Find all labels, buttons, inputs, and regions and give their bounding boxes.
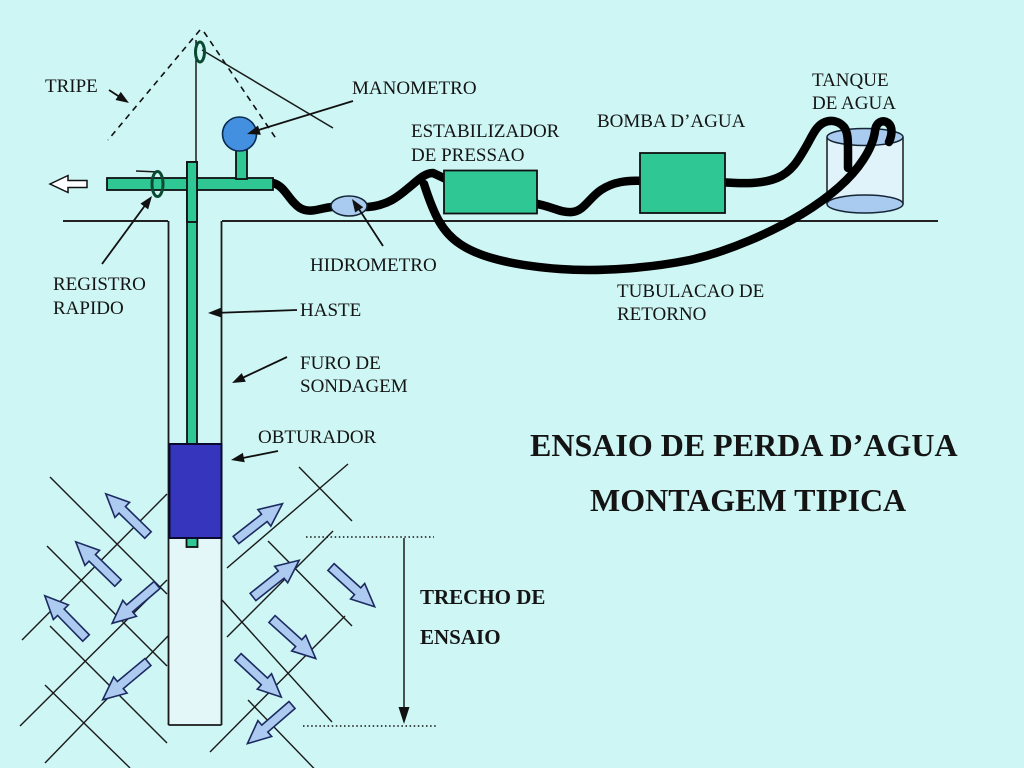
tripod: [107, 29, 334, 163]
test-section-cavity: [170, 538, 221, 725]
title-line2: MONTAGEM TIPICA: [590, 482, 906, 518]
diagram-title: ENSAIO DE PERDA D’AGUA MONTAGEM TIPICA: [530, 427, 958, 518]
tripod-left-leg: [107, 29, 201, 141]
hoses: [268, 116, 896, 275]
label-tanque-line2: DE AGUA: [812, 93, 896, 114]
label-hidrometro: HIDROMETRO: [310, 255, 437, 276]
test-section-dimension: [303, 536, 436, 727]
seepage-arrows: [43, 492, 377, 745]
quick-release-valve: [150, 170, 165, 198]
pressure-stabilizer-box: [443, 169, 538, 215]
tripod-back-leg: [201, 49, 334, 129]
label-trecho-line1: TRECHO DE: [420, 585, 545, 609]
label-registro-line1: REGISTRO: [53, 274, 146, 295]
label-estabilizador-line1: ESTABILIZADOR: [411, 121, 560, 142]
label-haste: HASTE: [300, 300, 361, 321]
label-trecho-line2: ENSAIO: [420, 625, 501, 649]
outflow-arrow-icon: [48, 174, 88, 194]
label-furo-line1: FURO DE: [300, 353, 381, 374]
label-tubulacao-line1: TUBULACAO DE: [617, 281, 764, 302]
label-tubulacao-line2: RETORNO: [617, 304, 706, 325]
label-registro-line2: RAPIDO: [53, 298, 124, 319]
gauge-stem: [235, 149, 248, 180]
label-obturador: OBTURADOR: [258, 427, 377, 448]
pulley-icon: [194, 40, 206, 64]
water-pump-box: [639, 152, 726, 214]
packer-obturador: [168, 443, 223, 539]
stabilizer-to-pump-hose: [527, 176, 651, 217]
wellhead-assembly: [48, 116, 274, 223]
return-hose: [419, 117, 896, 275]
water-meter: [330, 195, 368, 217]
water-tank: [826, 127, 904, 214]
label-pointers: [101, 89, 384, 463]
supply-hose: [268, 168, 453, 215]
label-tanque-line1: TANQUE: [812, 70, 889, 91]
title-line1: ENSAIO DE PERDA D’AGUA: [530, 427, 958, 463]
pump-to-tank-hose: [714, 116, 853, 188]
label-furo-line2: SONDAGEM: [300, 376, 408, 397]
tank-bottom: [826, 194, 904, 214]
label-manometro: MANOMETRO: [352, 78, 477, 99]
label-estabilizador-line2: DE PRESSAO: [411, 145, 525, 166]
label-tripe: TRIPE: [45, 76, 98, 97]
labels: TRIPE MANOMETRO ESTABILIZADOR DE PRESSAO…: [45, 70, 896, 649]
label-bomba: BOMBA D’AGUA: [597, 111, 746, 132]
